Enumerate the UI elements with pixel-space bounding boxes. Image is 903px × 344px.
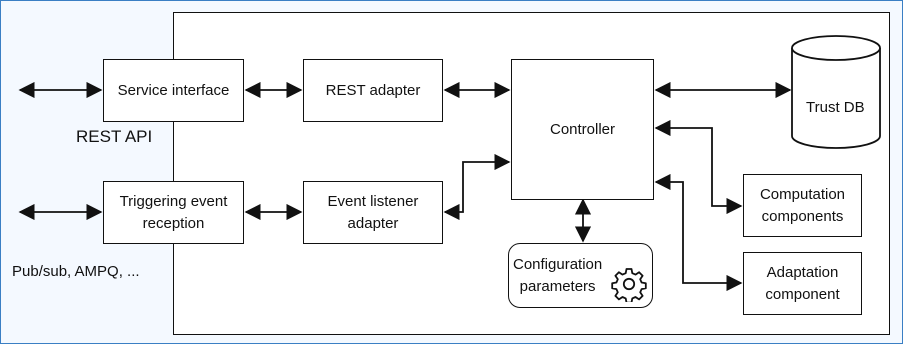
gear-icon bbox=[611, 268, 647, 302]
rest-adapter-label: REST adapter bbox=[325, 81, 421, 99]
trust-db-label: Trust DB bbox=[806, 99, 865, 116]
controller-box: Controller bbox=[511, 59, 654, 200]
controller-adaptation-arrow bbox=[654, 173, 743, 292]
adaptation-line2: component bbox=[765, 285, 840, 303]
triggering-event-box: Triggering event reception bbox=[103, 181, 244, 244]
rest-adapter-box: REST adapter bbox=[303, 59, 443, 122]
trust-db-cylinder bbox=[791, 35, 881, 149]
controller-label: Controller bbox=[549, 120, 616, 138]
adaptation-component-box: Adaptation component bbox=[743, 252, 862, 315]
triggering-event-line2: reception bbox=[142, 214, 205, 232]
config-line2: parameters bbox=[519, 277, 596, 295]
triggering-event-line1: Triggering event bbox=[119, 192, 228, 210]
event-listener-box: Event listener adapter bbox=[303, 181, 443, 244]
event-listener-line2: adapter bbox=[347, 214, 399, 232]
event-listener-line1: Event listener bbox=[327, 192, 419, 210]
service-interface-label: Service interface bbox=[117, 81, 230, 99]
controller-computation-arrow bbox=[654, 119, 743, 215]
computation-line2: components bbox=[761, 207, 844, 225]
config-line1: Configuration bbox=[513, 255, 603, 273]
service-interface-box: Service interface bbox=[103, 59, 244, 122]
adaptation-line1: Adaptation bbox=[766, 263, 839, 281]
listener-controller-arrow bbox=[443, 153, 511, 221]
rest-api-label: REST API bbox=[76, 127, 153, 146]
computation-components-box: Computation components bbox=[743, 174, 862, 237]
computation-line1: Computation bbox=[759, 185, 846, 203]
pubsub-label: Pub/sub, AMPQ, ... bbox=[12, 263, 140, 280]
configuration-parameters-box: Configuration parameters bbox=[508, 243, 653, 308]
